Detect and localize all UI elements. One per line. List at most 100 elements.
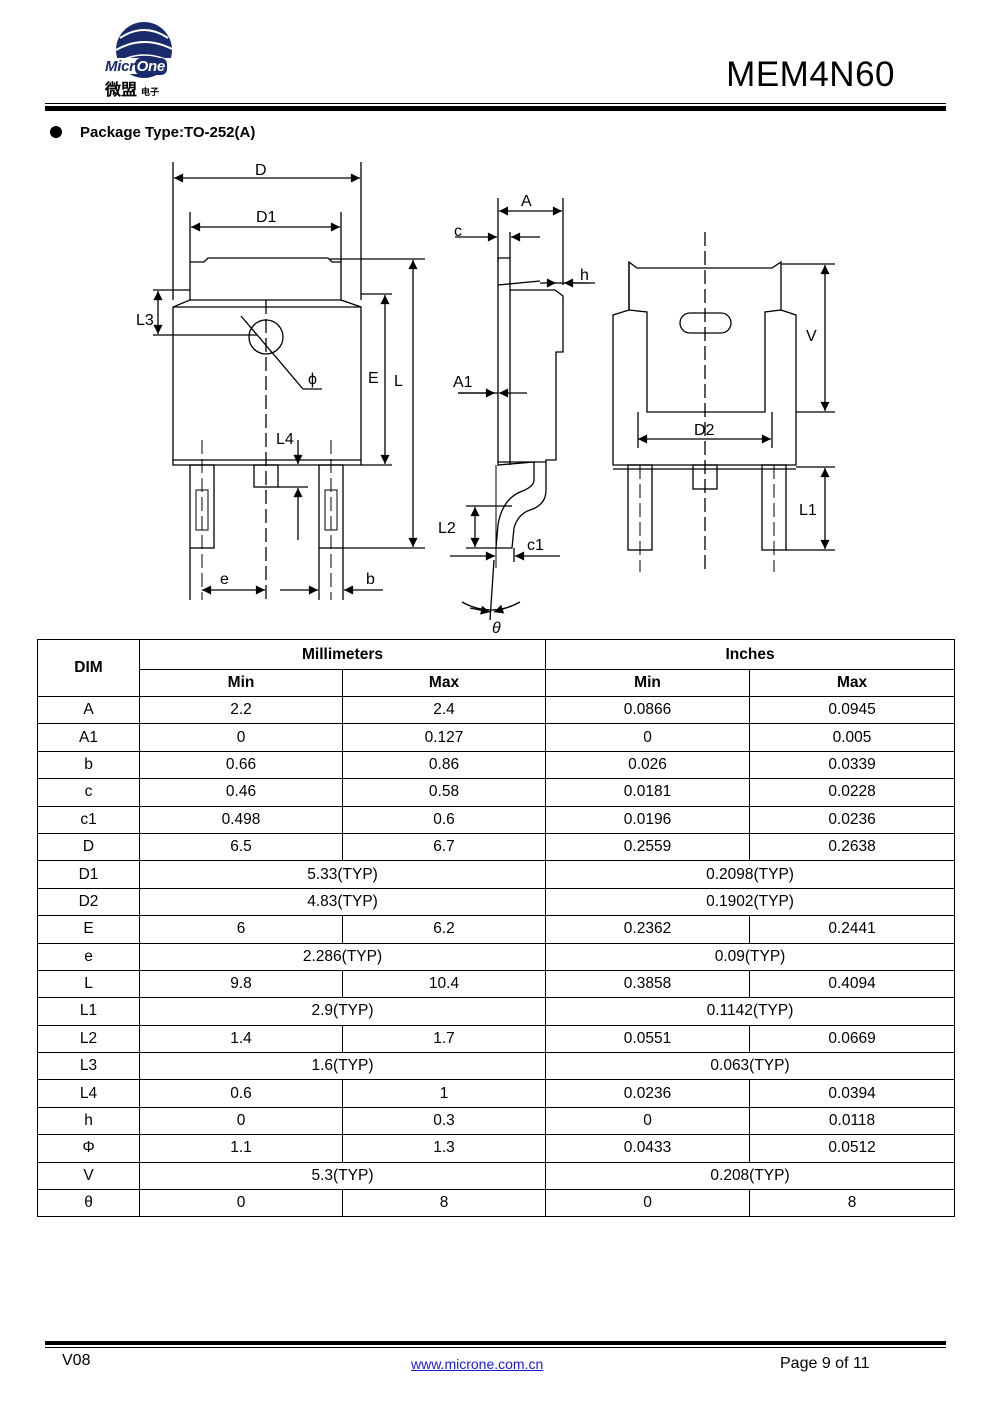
cell-mm-min: 9.8 [139, 969, 343, 999]
cell-dim: D2 [37, 887, 140, 917]
column-header-in-min: Min [545, 669, 751, 697]
cell-dim: A [37, 695, 140, 725]
dimensions-table: DIM Millimeters Inches Min Max Min Max A… [37, 639, 956, 1218]
cell-dim: e [37, 942, 140, 971]
cell-in-max: 0.0228 [749, 778, 956, 807]
dim-label-L: L [394, 373, 403, 390]
dim-label-V: V [806, 328, 817, 345]
cell-in-max: 0.0669 [749, 1024, 956, 1054]
column-header-in-max: Max [749, 669, 956, 697]
cell-mm-min: 0 [139, 1106, 343, 1136]
dim-label-D1: D1 [256, 209, 277, 226]
dim-label-c: c [454, 223, 462, 240]
dim-label-theta: θ [492, 620, 501, 637]
cell-mm-min: 0.6 [139, 1079, 343, 1108]
cell-mm-typ: 2.9(TYP) [138, 997, 547, 1026]
cell-in-max: 0.2441 [749, 915, 956, 944]
cell-dim: h [37, 1106, 140, 1136]
footer-rule-thin [45, 1347, 946, 1348]
cell-in-min: 0.0433 [545, 1134, 751, 1163]
cell-in-min: 0.0181 [545, 778, 751, 807]
dim-label-D: D [255, 162, 267, 179]
cell-dim: Φ [37, 1134, 140, 1163]
cell-mm-min: 0.498 [139, 805, 343, 834]
dim-label-phi: ϕ [308, 371, 317, 388]
cell-in-min: 0 [545, 723, 751, 752]
cell-in-min: 0 [545, 1189, 751, 1218]
cell-in-min: 0.2362 [545, 915, 751, 944]
cell-mm-typ: 4.83(TYP) [138, 887, 547, 917]
dim-label-L3: L3 [136, 312, 154, 329]
cell-in-min: 0.0866 [545, 695, 751, 725]
cell-mm-max: 2.4 [341, 695, 547, 725]
cell-in-typ: 0.2098(TYP) [545, 860, 956, 889]
cell-in-max: 0.005 [749, 723, 956, 752]
dim-label-L2: L2 [438, 520, 456, 537]
cell-in-min: 0.0551 [545, 1024, 751, 1054]
cell-in-min: 0.3858 [545, 969, 751, 999]
cell-mm-max: 0.3 [341, 1106, 547, 1136]
dim-label-L1: L1 [799, 502, 817, 519]
section-heading: Package Type:TO-252(A) [50, 124, 255, 141]
column-header-mm-min: Min [139, 669, 343, 697]
cell-mm-min: 6 [139, 915, 343, 944]
cell-mm-typ: 2.286(TYP) [138, 942, 547, 971]
cell-in-typ: 0.09(TYP) [545, 942, 956, 971]
dim-label-c1: c1 [527, 537, 544, 554]
cell-mm-max: 0.6 [341, 805, 547, 834]
column-header-inches: Inches [545, 639, 956, 670]
cell-mm-min: 0.46 [139, 778, 343, 807]
cell-mm-max: 6.7 [341, 832, 547, 862]
cell-in-typ: 0.208(TYP) [545, 1161, 956, 1191]
document-version: V08 [62, 1352, 91, 1369]
cell-mm-max: 6.2 [341, 915, 547, 944]
cell-dim: D [37, 832, 140, 862]
cell-in-max: 0.2638 [749, 832, 956, 862]
cell-in-max: 8 [749, 1189, 956, 1218]
cell-in-max: 0.0394 [749, 1079, 956, 1108]
cell-mm-min: 1.4 [139, 1024, 343, 1054]
cell-in-min: 0.026 [545, 750, 751, 780]
header-rule-thick [45, 106, 946, 111]
website-link[interactable]: www.microne.com.cn [411, 1356, 544, 1372]
dim-label-D2: D2 [694, 422, 715, 439]
dim-label-E: E [368, 370, 379, 387]
column-header-millimeters: Millimeters [138, 639, 547, 670]
document-title: MEM4N60 [726, 55, 895, 94]
cell-in-max: 0.4094 [749, 969, 956, 999]
cell-in-min: 0 [545, 1106, 751, 1136]
cell-dim: A1 [37, 723, 140, 752]
cell-in-typ: 0.063(TYP) [545, 1052, 956, 1081]
dim-label-e: e [220, 571, 229, 588]
cell-in-max: 0.0236 [749, 805, 956, 834]
cell-mm-max: 1.3 [341, 1134, 547, 1163]
cell-mm-min: 0 [139, 723, 343, 752]
cell-dim: L1 [37, 997, 140, 1026]
cell-mm-min: 6.5 [139, 832, 343, 862]
cell-in-typ: 0.1142(TYP) [545, 997, 956, 1026]
cell-dim: V [37, 1161, 140, 1191]
cell-dim: L2 [37, 1024, 140, 1054]
cell-mm-max: 0.58 [341, 778, 547, 807]
cell-mm-typ: 5.33(TYP) [138, 860, 547, 889]
cell-mm-max: 0.127 [341, 723, 547, 752]
cell-mm-max: 1.7 [341, 1024, 547, 1054]
cell-in-min: 0.0196 [545, 805, 751, 834]
cell-dim: L4 [37, 1079, 140, 1108]
cell-dim: D1 [37, 860, 140, 889]
